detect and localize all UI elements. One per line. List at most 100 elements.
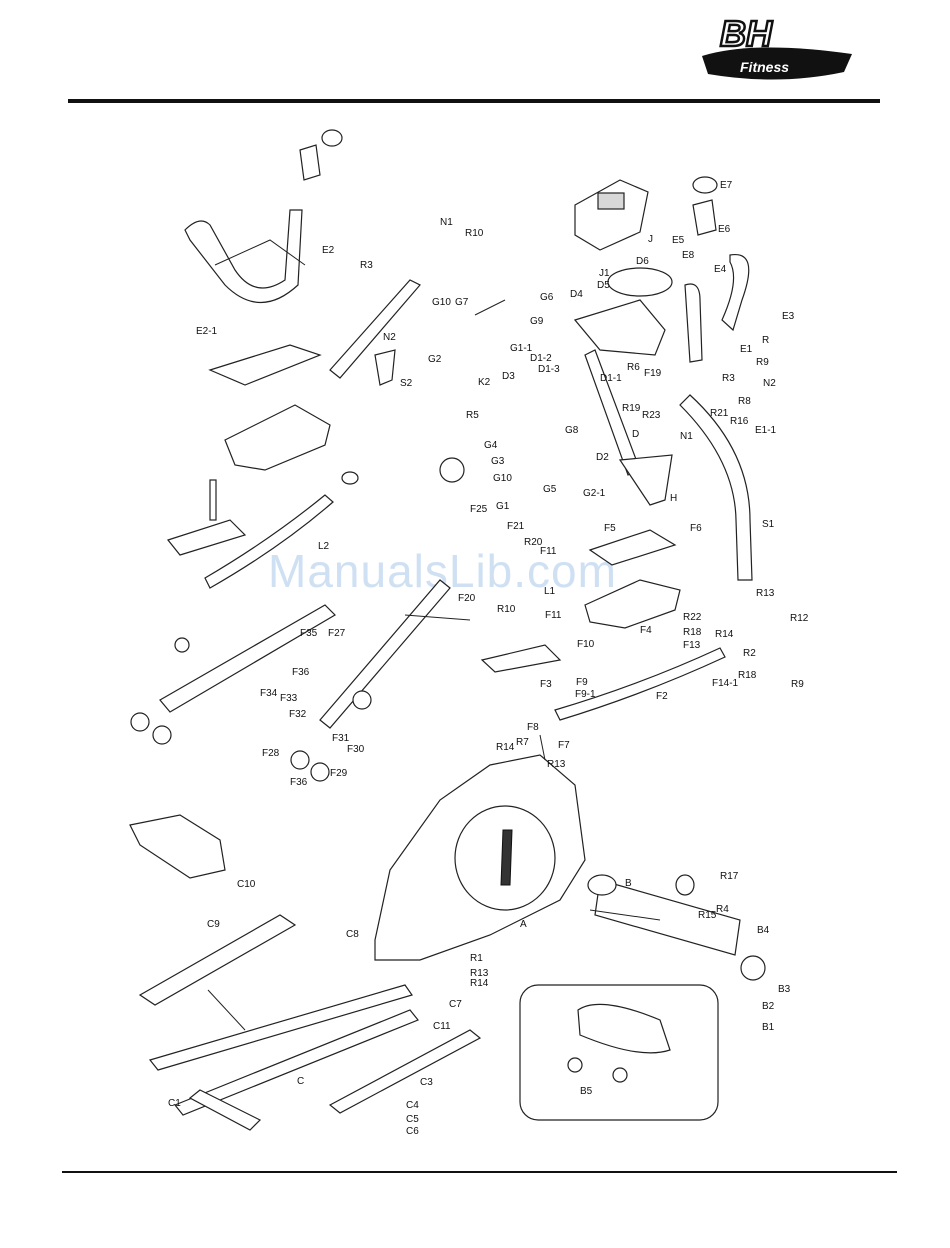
base-frame-c [138,914,482,1131]
label-g5: G5 [543,484,557,495]
label-e5: E5 [672,235,685,246]
label-r2: R2 [743,648,756,659]
left-pedal-bracket [166,479,247,556]
label-r18: R18 [683,627,702,638]
main-swing-arm-s1 [679,394,753,581]
label-r9: R9 [756,357,769,368]
label-f10: F10 [577,639,595,650]
label-f21: F21 [507,521,525,532]
label-n2: N2 [383,332,396,343]
bh-fitness-logo: BH Fitness [702,12,852,80]
label-n1: N1 [440,217,453,228]
label-g1: G1 [496,501,510,512]
label-f13: F13 [683,640,701,651]
label-r17: R17 [720,871,739,882]
label-c: C [297,1076,304,1087]
label-c11: C11 [433,1021,451,1032]
label-h: H [670,493,677,504]
label-r13b: R13 [547,759,566,770]
handlebar-mount [573,299,673,506]
label-f4: F4 [640,625,652,636]
label-g10b: G10 [493,473,512,484]
left-crank-arm [130,604,336,782]
label-r14: R14 [715,629,734,640]
label-f7: F7 [558,740,570,751]
label-r6: R6 [627,362,640,373]
console [574,179,673,297]
cover-c10 [129,814,226,879]
label-r10b: R10 [497,604,516,615]
label-g4: G4 [484,440,498,451]
label-n2b: N2 [763,378,776,389]
label-r13c: R13 [470,968,489,979]
left-handlebar [184,129,343,304]
label-f36b: F36 [290,777,308,788]
label-c8: C8 [346,929,359,940]
label-g3: G3 [491,456,505,467]
label-r: R [762,335,769,346]
label-d2: D2 [596,452,609,463]
logo-main-text: BH [720,13,773,54]
label-b4: B4 [757,925,770,936]
label-f27: F27 [328,628,346,639]
label-g2-1: G2-1 [583,488,606,499]
label-r14b: R14 [496,742,515,753]
label-d3: D3 [502,371,515,382]
label-f29: F29 [330,768,348,779]
label-f19: F19 [644,368,662,379]
label-c4: C4 [406,1100,419,1111]
label-f9: F9 [576,677,588,688]
label-b2: B2 [762,1001,775,1012]
leader-lines [207,239,661,1031]
label-g2: G2 [428,354,442,365]
label-r22: R22 [683,612,702,623]
label-f8: F8 [527,722,539,733]
label-e1: E1 [740,344,753,355]
label-d: D [632,429,639,440]
label-r23: R23 [642,410,661,421]
label-g1-1: G1-1 [510,343,533,354]
main-housing [374,754,586,961]
label-e7: E7 [720,180,733,191]
label-f11: F11 [540,546,557,557]
label-g9: G9 [530,316,544,327]
label-d6: D6 [636,256,649,267]
label-f9-1: F9-1 [575,689,596,700]
right-pedal-arm [554,647,726,721]
label-r8: R8 [738,396,751,407]
label-r20: R20 [524,537,543,548]
label-c3: C3 [420,1077,433,1088]
label-f34: F34 [260,688,278,699]
label-d1-1: D1-1 [600,373,622,384]
label-e6: E6 [718,224,731,235]
label-g10: G10 [432,297,451,308]
label-f20: F20 [458,593,476,604]
label-g8: G8 [565,425,579,436]
label-r3: R3 [360,260,373,271]
label-f5: F5 [604,523,616,534]
header-rule [68,99,880,103]
detail-inset-b5 [519,984,719,1121]
label-e1-1: E1-1 [755,425,777,436]
label-d5: D5 [597,280,610,291]
label-c10: C10 [237,879,256,890]
left-pedal-arm [204,471,359,589]
part-labels: E2 E2-1 R3 N1 R10 N2 S2 G10 G7 G6 G9 G2 … [168,180,809,1137]
label-r13: R13 [756,588,775,599]
label-f11b: F11 [545,610,562,621]
right-handlebar-grip [684,176,750,363]
label-r4: R4 [716,904,729,915]
footer-rule [62,1171,897,1173]
label-j1: J1 [599,268,610,279]
label-n1b: N1 [680,431,693,442]
label-k2: K2 [478,377,491,388]
label-f25: F25 [470,504,488,515]
left-swing-arm [329,279,465,483]
label-e4: E4 [714,264,727,275]
label-f3: F3 [540,679,552,690]
label-r16: R16 [730,416,749,427]
label-a: A [520,919,527,930]
label-f2: F2 [656,691,668,702]
label-r1: R1 [470,953,483,964]
